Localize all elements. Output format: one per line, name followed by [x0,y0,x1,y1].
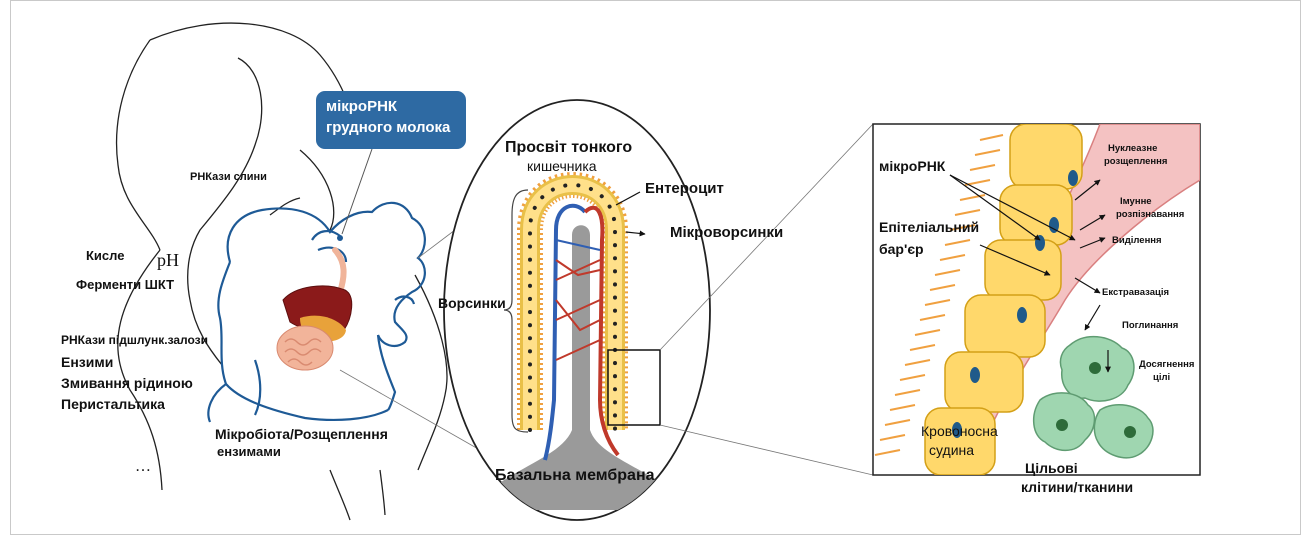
acidic-label: Кисле [86,248,124,263]
lumen-label-line1: Просвіт тонкого [505,139,632,157]
gi-enzymes-label: Ферменти ШКТ [76,277,174,292]
target-reaching-line2: цілі [1153,372,1170,383]
breast-milk-mirna-box: мікроРНК грудного молока [316,91,466,149]
epithelial-barrier-line1: Епітеліальний [879,219,979,235]
basement-membrane-label: Базальна мембрана [495,467,655,485]
milk-mirna-line2: грудного молока [326,117,466,138]
detail-mirna-label: мікроРНК [879,158,945,174]
uptake-label: Поглинання [1122,320,1178,331]
target-cells-line1: Цільові [1025,460,1078,476]
enterocyte-label: Ентероцит [645,180,724,197]
microbiota-label-line1: Мікробіота/Розщеплення [215,426,388,442]
digestive-organs [277,235,352,370]
extravasation-label: Екстравазація [1102,287,1169,298]
blood-vessel-line2: судина [929,442,974,458]
epithelial-barrier-line2: бар'єр [879,241,924,257]
salivary-rnases-label: РНКази слини [190,171,267,183]
fluid-washout-label: Змивання рідиною [61,375,193,391]
peristalsis-label: Перистальтика [61,396,165,412]
microvilli-label: Мікроворсинки [670,224,783,241]
enzymes-label: Ензими [61,354,113,370]
villi-label: Ворсинки [438,295,506,311]
pancreatic-rnases-label: РНКази підшлунк.залози [61,333,208,347]
milk-pointer-line [342,149,372,234]
zoom-line-4 [660,425,873,475]
blood-vessel-line1: Кровоносна [921,423,998,439]
ellipsis-label: … [135,458,151,476]
lumen-label-line2: кишечника [527,158,597,174]
target-cells-line2: клітини/тканини [1021,479,1133,495]
nuclease-cleavage-line2: розщеплення [1104,156,1167,167]
microbiota-label-line2: ензимами [217,444,281,459]
milk-mirna-line1: мікроРНК [326,96,466,117]
ph-label: pH [157,250,179,271]
nuclease-cleavage-line1: Нуклеазне [1108,143,1157,154]
target-reaching-line1: Досягнення [1139,359,1194,370]
secretion-label: Виділення [1112,235,1162,246]
immune-recognition-line2: розпізнавання [1116,209,1184,220]
immune-recognition-line1: Імунне [1120,196,1152,207]
